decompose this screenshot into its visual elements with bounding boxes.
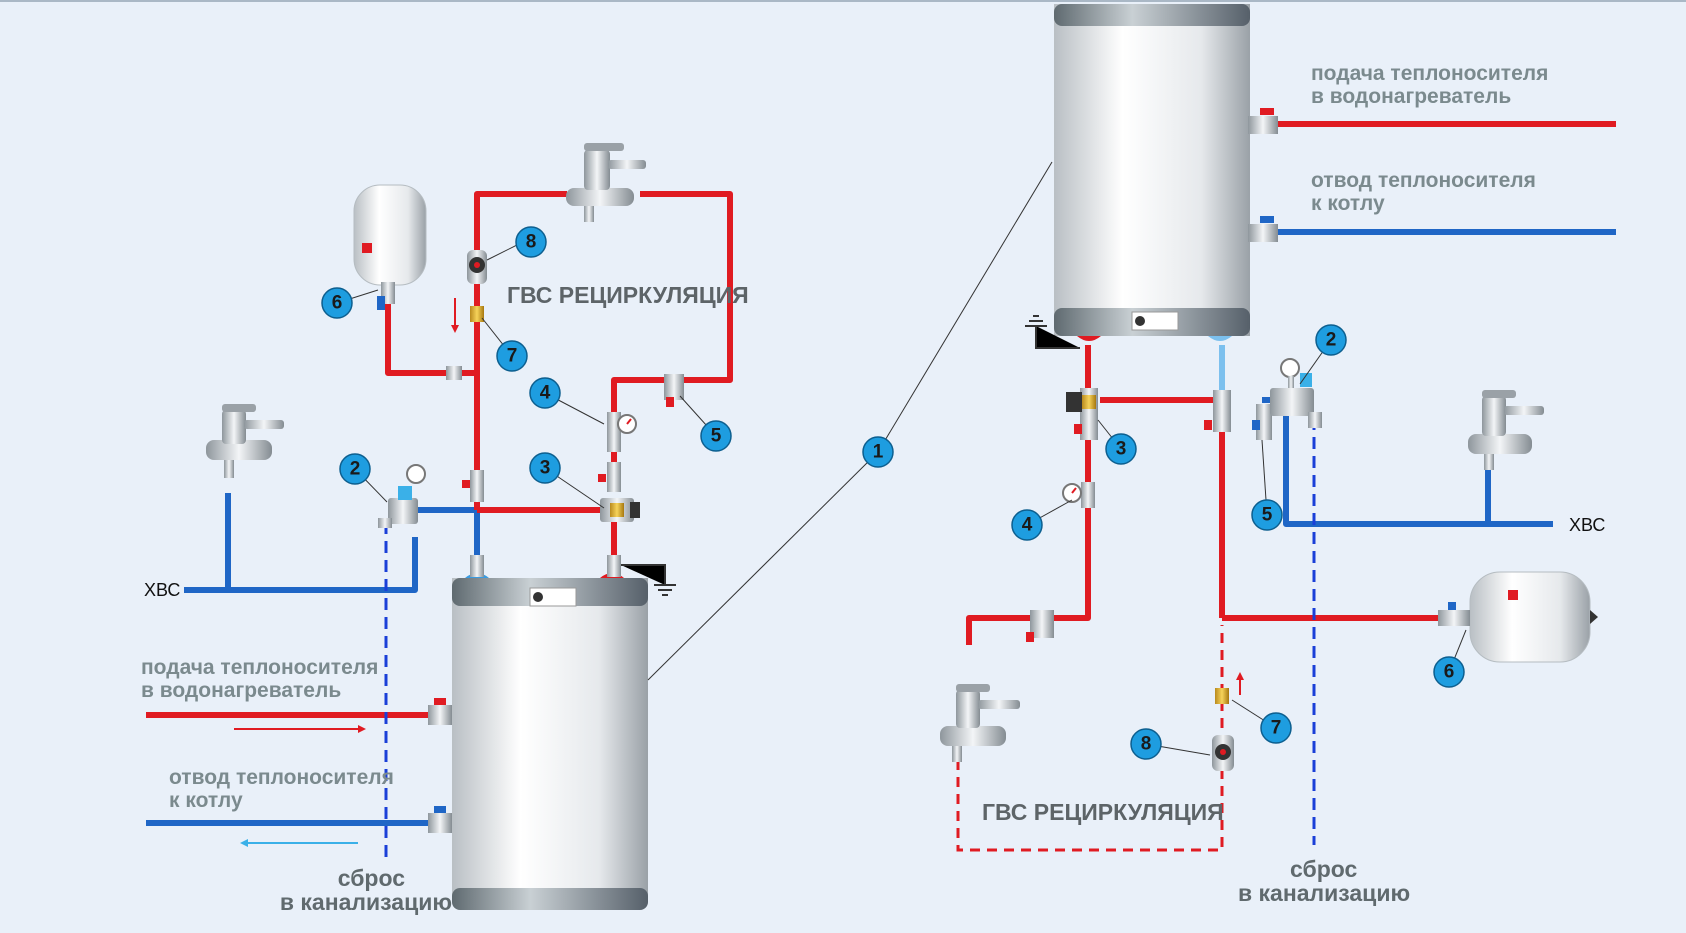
svg-text:1: 1: [873, 442, 884, 463]
right-return-label-2: к котлу: [1311, 192, 1385, 215]
pressure-gauge: [1062, 482, 1095, 508]
center-badge-1: 1: [862, 436, 894, 468]
svg-text:2: 2: [350, 459, 361, 480]
mixer-faucet: [1468, 390, 1544, 470]
left-supply-label-1: подача теплоносителя: [141, 656, 378, 679]
svg-text:3: 3: [1116, 439, 1127, 460]
svg-text:7: 7: [1271, 718, 1282, 739]
svg-text:3: 3: [540, 458, 551, 479]
left-badge-6: 6: [321, 287, 353, 319]
right-badge-2: 2: [1315, 324, 1347, 356]
left-scheme: ХВС подача теплоносителя в водонагревате…: [141, 143, 749, 915]
right-badge-6: 6: [1433, 656, 1465, 688]
flow-arrow: [451, 298, 459, 333]
right-badge-4: 4: [1011, 509, 1043, 541]
mixer-faucet: [566, 143, 646, 222]
svg-text:6: 6: [332, 293, 343, 314]
ground-icon: [1025, 315, 1080, 349]
ball-valve[interactable]: [598, 462, 621, 492]
ball-valve[interactable]: [1248, 108, 1278, 134]
left-drain-label-1: сброс: [338, 865, 405, 891]
left-badge-3: 3: [529, 452, 561, 484]
right-badge-8: 8: [1130, 728, 1162, 760]
expansion-tank: [353, 184, 427, 310]
circulation-pump: [1212, 735, 1234, 771]
left-supply-label-2: в водонагреватель: [141, 679, 341, 702]
svg-text:4: 4: [540, 383, 551, 404]
right-drain-label-2: в канализацию: [1238, 880, 1410, 906]
right-cold-water-label: ХВС: [1569, 515, 1605, 535]
mixer-faucet: [206, 404, 284, 478]
right-supply-label-1: подача теплоносителя: [1311, 62, 1548, 85]
ball-valve[interactable]: [428, 806, 452, 833]
left-badge-5: 5: [700, 420, 732, 452]
svg-text:8: 8: [1141, 734, 1152, 755]
right-badge-5: 5: [1251, 499, 1283, 531]
right-supply-label-2: в водонагреватель: [1311, 85, 1511, 108]
left-cold-pipes: [184, 493, 480, 593]
ball-valve[interactable]: [428, 698, 452, 725]
left-cold-water-label: ХВС: [144, 580, 180, 600]
left-badge-8: 8: [515, 226, 547, 258]
ball-valve[interactable]: [462, 470, 484, 502]
right-hot-pipes: [966, 345, 1446, 645]
left-water-heater-tank: [452, 555, 648, 910]
svg-text:5: 5: [711, 426, 722, 447]
ball-valve[interactable]: [1204, 390, 1231, 432]
check-valve: [1252, 404, 1272, 440]
ball-valve[interactable]: [1248, 216, 1278, 242]
left-badge-2: 2: [339, 453, 371, 485]
flow-arrow: [234, 725, 366, 733]
flow-arrow: [240, 839, 358, 847]
left-recirculation-title: ГВС РЕЦИРКУЛЯЦИЯ: [507, 282, 749, 308]
flow-arrow: [1236, 672, 1244, 695]
ground-icon: [621, 564, 676, 596]
ball-valve[interactable]: [446, 366, 462, 380]
ball-valve[interactable]: [1026, 610, 1054, 642]
right-recirculation-title: ГВС РЕЦИРКУЛЯЦИЯ: [982, 799, 1224, 825]
thermostatic-mixing-valve: [1066, 388, 1098, 440]
safety-group: [1270, 358, 1322, 428]
mixer-faucet: [940, 684, 1020, 762]
svg-text:7: 7: [507, 346, 518, 367]
thermostatic-mixing-valve: [600, 498, 640, 522]
left-return-label-1: отвод теплоносителя: [169, 766, 394, 789]
left-badge-7: 7: [496, 340, 528, 372]
left-badge-4: 4: [529, 377, 561, 409]
right-scheme: подача теплоносителя в водонагреватель о…: [940, 4, 1616, 906]
right-water-heater-tank: [1054, 4, 1250, 341]
check-valve: [1215, 688, 1229, 704]
circulation-pump: [467, 250, 487, 284]
center-connector: [647, 161, 1053, 681]
expansion-tank: [1438, 571, 1598, 663]
check-valve: [664, 374, 684, 407]
check-valve: [470, 306, 484, 322]
svg-text:5: 5: [1262, 505, 1273, 526]
safety-group: [378, 464, 426, 528]
pressure-gauge: [607, 412, 637, 452]
right-badge-7: 7: [1260, 712, 1292, 744]
svg-text:8: 8: [526, 232, 537, 253]
svg-text:2: 2: [1326, 330, 1337, 351]
right-cold-pipes: [1262, 397, 1553, 527]
left-return-label-2: к котлу: [169, 789, 243, 812]
left-drain-label-2: в канализацию: [280, 889, 452, 915]
right-drain-label-1: сброс: [1290, 856, 1357, 882]
right-return-label-1: отвод теплоносителя: [1311, 169, 1536, 192]
right-badge-3: 3: [1105, 433, 1137, 465]
svg-text:6: 6: [1444, 662, 1455, 683]
svg-text:4: 4: [1022, 515, 1033, 536]
